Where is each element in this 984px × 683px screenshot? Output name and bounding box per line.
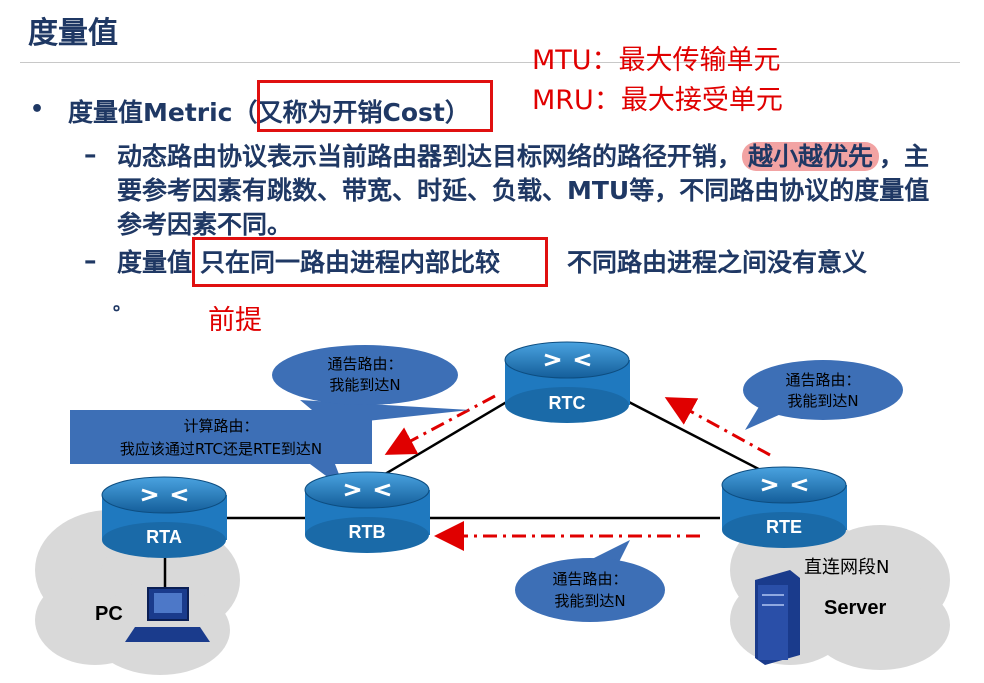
callout-bottom-line2: 我能到达N: [554, 592, 625, 610]
callout-rtb-line1: 计算路由：: [183, 417, 258, 435]
callout-rtb-calculate: 计算路由： 我应该通过RTC还是RTE到达N: [70, 410, 372, 490]
router-arrows-icon: [761, 478, 808, 492]
highlight-smaller-better: 越小越优先: [742, 142, 880, 171]
note-mtu: MTU：最大传输单元: [532, 45, 781, 76]
direct-segment-label: 直连网段N: [804, 557, 889, 578]
definition-part2: ，主要参考因素有跳数、带宽、时延、负载、MTU等，不同路由协议的度量值参考因素不…: [117, 142, 930, 239]
definition-part1: 动态路由协议表示当前路由器到达目标网络的路径开销，: [117, 142, 743, 171]
page-title: 度量值: [28, 16, 118, 51]
router-rtc-label: RTC: [549, 393, 586, 413]
router-rte: RTE: [721, 466, 847, 548]
sub-bullet-boxed: 只在同一路由进程内部比较: [200, 248, 501, 277]
callout-bottom-advertise: 通告路由： 我能到达N: [515, 540, 665, 622]
highlight-box-same-process: [192, 237, 548, 287]
router-arrows-icon: [544, 353, 591, 367]
bullet-metric: 度量值Metric（又称为开销Cost）: [68, 98, 470, 127]
router-rte-label: RTE: [766, 517, 802, 537]
link-rtc-rte: [624, 398, 781, 482]
callout-rtb-line2: 我应该通过RTC还是RTE到达N: [120, 440, 322, 458]
router-rtc: RTC: [504, 341, 630, 423]
router-rtb: RTB: [304, 471, 430, 553]
callout-rtc-line1: 通告路由：: [327, 355, 402, 373]
server-label: Server: [824, 597, 886, 619]
note-mru: MRU：最大接受单元: [532, 85, 783, 116]
cloud-right: [730, 515, 950, 670]
sub-bullet-tail: 。: [113, 294, 131, 315]
router-rtb-label: RTB: [349, 522, 386, 542]
network-diagram: 通告路由： 我能到达N 通告路由： 我能到达N 计算路由： 我应该通过RTC还是…: [35, 341, 950, 675]
router-arrows-icon: [344, 483, 391, 497]
server-icon: [755, 570, 800, 665]
note-premise: 前提: [208, 305, 262, 336]
router-rta: RTA: [101, 476, 227, 558]
highlight-box-cost: [257, 80, 493, 132]
dash-icon: –: [84, 140, 97, 169]
callout-rte-advertise: 通告路由： 我能到达N: [743, 360, 903, 430]
router-rta-label: RTA: [146, 527, 182, 547]
sub-bullet-prefix: 度量值: [117, 248, 193, 277]
pc-label: PC: [95, 603, 123, 625]
sub-bullet-suffix: 不同路由进程之间没有意义: [567, 248, 868, 277]
callout-rte-line2: 我能到达N: [787, 392, 858, 410]
callout-rtc-line2: 我能到达N: [329, 376, 400, 394]
pc-icon: [125, 587, 210, 642]
link-rtb-rtc: [374, 398, 511, 482]
arrow-rte-to-rtc: [664, 397, 771, 457]
callout-rte-line1: 通告路由：: [785, 371, 860, 389]
sub-bullet-definition: 动态路由协议表示当前路由器到达目标网络的路径开销，越小越优先，主要参考因素有跳数…: [117, 140, 937, 242]
title-divider: [20, 62, 960, 63]
arrow-rtc-to-rtb: [384, 394, 496, 455]
router-arrows-icon: [141, 488, 188, 502]
bullet-dot-icon: •: [30, 97, 45, 122]
callout-bottom-line1: 通告路由：: [552, 570, 627, 588]
dash-icon-2: –: [84, 246, 97, 275]
